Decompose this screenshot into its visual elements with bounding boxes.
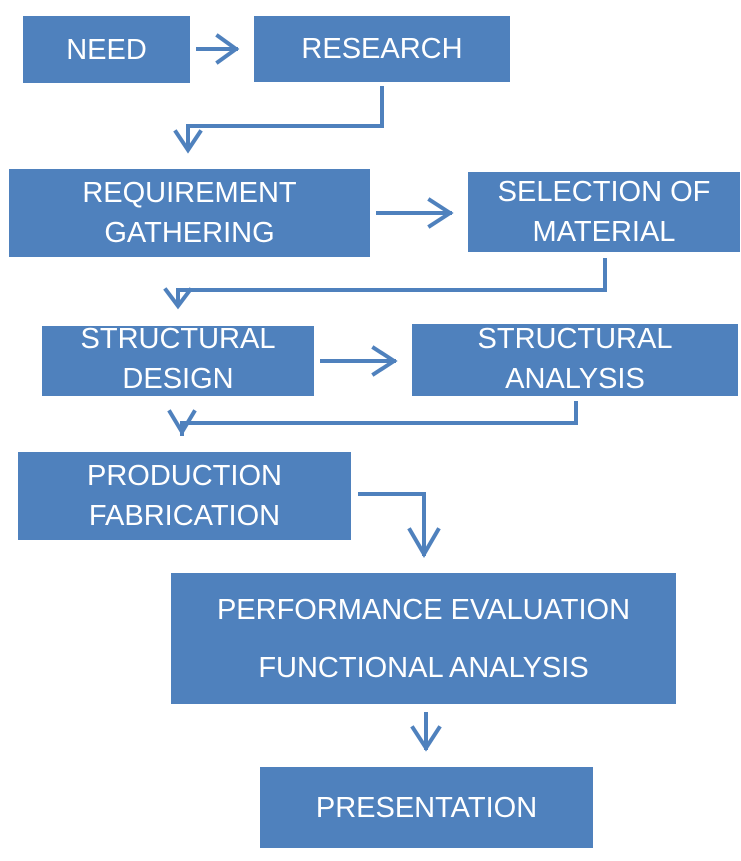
structural-design-box: STRUCTURAL DESIGN xyxy=(42,323,314,396)
structural-design-label-line1: STRUCTURAL xyxy=(80,323,276,355)
selection-label-line2: MATERIAL xyxy=(532,216,676,248)
arrow-production-to-performance xyxy=(358,492,441,558)
requirement-gathering-box: REQUIREMENT GATHERING xyxy=(9,169,370,257)
arrow-performance-to-presentation xyxy=(410,712,442,752)
arrow-analysis-to-production xyxy=(167,401,578,436)
need-box: NEED xyxy=(23,16,190,83)
arrow-research-to-requirement xyxy=(173,86,384,154)
need-label: NEED xyxy=(66,33,147,66)
selection-of-material-box: SELECTION OF MATERIAL xyxy=(468,172,740,252)
structural-design-label-line2: DESIGN xyxy=(122,363,234,395)
research-label: RESEARCH xyxy=(301,33,463,65)
performance-evaluation-box: PERFORMANCE EVALUATION FUNCTIONAL ANALYS… xyxy=(171,573,676,704)
presentation-label: PRESENTATION xyxy=(315,791,538,824)
structural-analysis-label-line1: STRUCTURAL xyxy=(477,323,673,355)
structural-analysis-label-line2: ANALYSIS xyxy=(505,363,645,395)
arrow-requirement-to-selection xyxy=(376,197,454,229)
requirement-label-line2: GATHERING xyxy=(104,217,275,249)
production-label-line1: PRODUCTION xyxy=(87,460,282,492)
arrow-selection-to-structural-design xyxy=(163,258,607,310)
performance-label-line1: PERFORMANCE EVALUATION xyxy=(216,593,631,626)
selection-label-line1: SELECTION OF xyxy=(497,176,711,208)
presentation-box: PRESENTATION xyxy=(260,767,593,848)
performance-label-line2: FUNCTIONAL ANALYSIS xyxy=(258,651,589,684)
arrow-need-to-research xyxy=(196,33,240,65)
production-label-line2: FABRICATION xyxy=(88,500,281,532)
structural-analysis-box: STRUCTURAL ANALYSIS xyxy=(412,323,738,396)
arrow-design-to-analysis xyxy=(320,345,398,377)
requirement-label-line1: REQUIREMENT xyxy=(82,177,297,209)
research-box: RESEARCH xyxy=(254,16,510,82)
production-fabrication-box: PRODUCTION FABRICATION xyxy=(18,452,351,540)
